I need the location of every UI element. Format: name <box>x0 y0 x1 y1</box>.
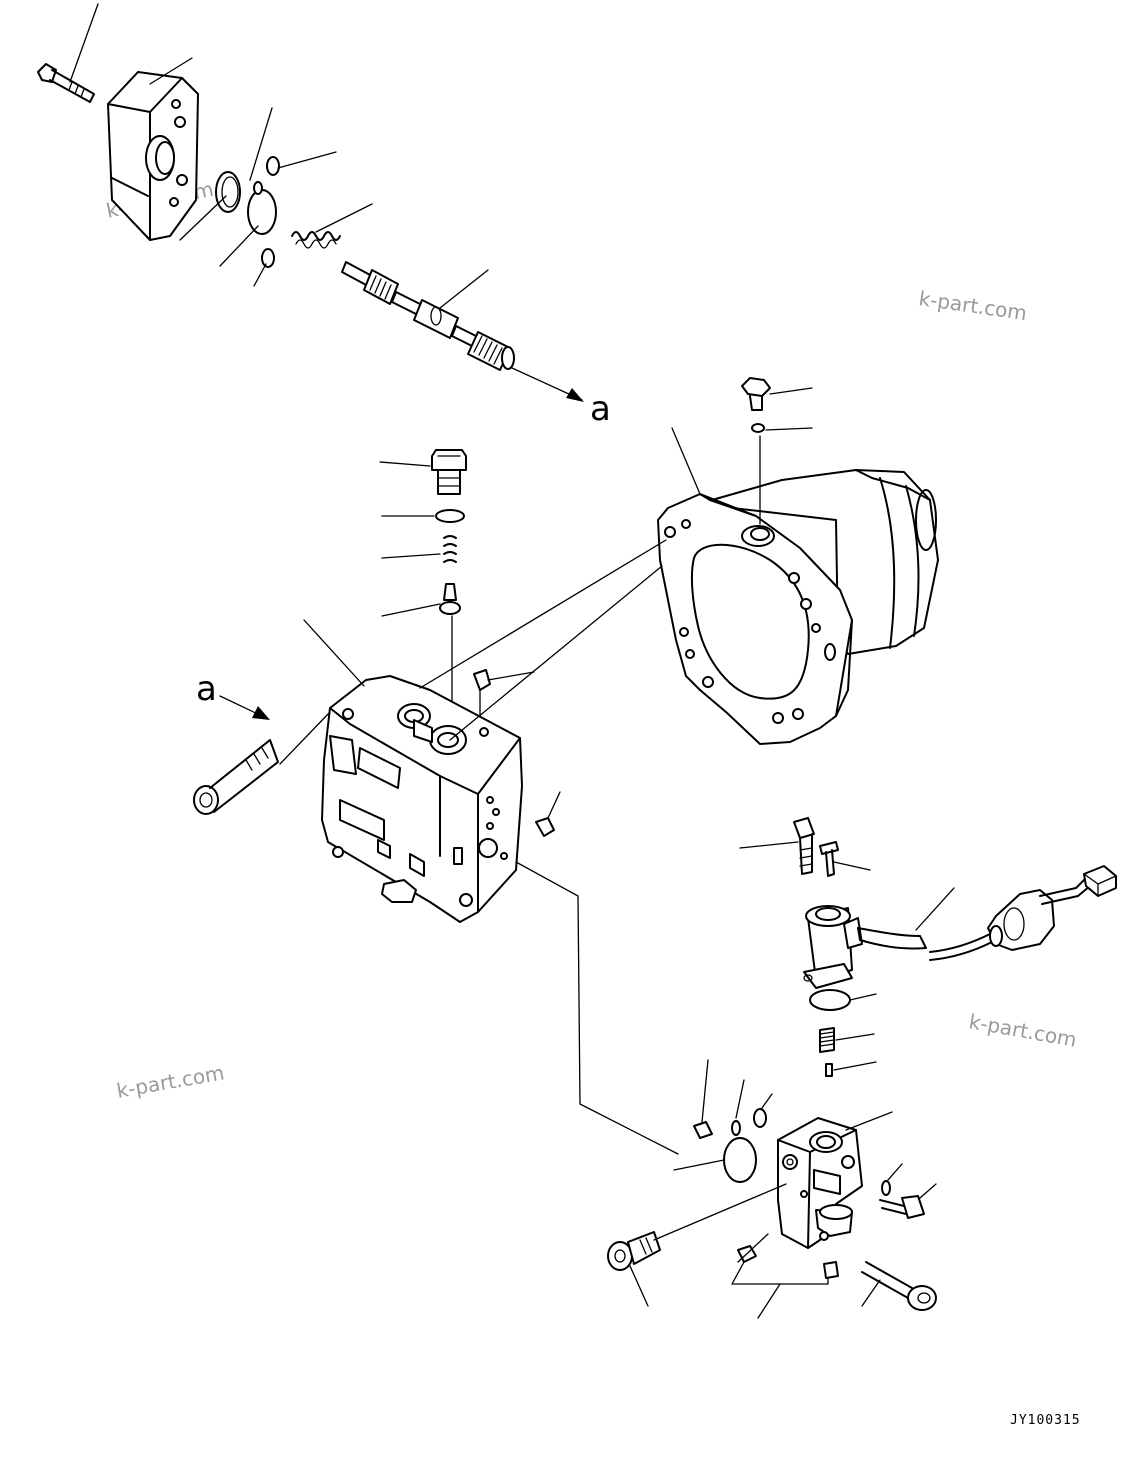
solenoid-socket-bolt <box>793 817 815 875</box>
callout-a-right: a <box>590 389 611 429</box>
solenoid-disc <box>809 989 851 1011</box>
watermark-right: k-part.com <box>967 1009 1078 1052</box>
cover-o-ring-small-1 <box>266 156 280 176</box>
watermark-top-right: k-part.com <box>917 286 1028 325</box>
solenoid-pin <box>825 1063 833 1077</box>
arrow-from-a-head <box>252 706 270 720</box>
callout-a-left: a <box>196 669 217 709</box>
solenoid-assembly <box>793 817 1117 989</box>
check-valve <box>607 1231 661 1271</box>
lower-long-bolt <box>861 1261 937 1311</box>
plug-o-ring <box>435 509 465 523</box>
lower-o-ring-3 <box>881 1180 891 1196</box>
top-cover-assembly: a <box>37 3 611 429</box>
cover-bolt <box>37 63 95 103</box>
solenoid-screw <box>819 841 839 877</box>
cover-o-ring-large <box>247 189 277 235</box>
lower-side-bolt <box>879 1195 925 1219</box>
plug-poppet <box>439 583 461 615</box>
watermark-left: k-part.com <box>115 1060 226 1103</box>
cover-seal-ring <box>215 171 241 213</box>
lower-small-plug-1 <box>693 1121 713 1139</box>
plug-stack <box>431 449 467 731</box>
lower-small-plug-3 <box>823 1261 839 1279</box>
body-side-bolt <box>193 739 279 815</box>
cover-o-ring-small-2 <box>253 181 263 195</box>
motor-housing <box>657 469 939 745</box>
housing-top-bolt <box>741 377 771 525</box>
cover-spring <box>291 231 341 241</box>
lower-o-ring-1 <box>731 1120 741 1136</box>
arrow-to-a-head <box>566 388 584 402</box>
lower-gasket <box>723 1137 757 1183</box>
valve-body <box>321 675 523 923</box>
cover-block <box>107 71 199 241</box>
lower-o-ring-2 <box>753 1108 767 1128</box>
figure-code: JY100315 <box>1010 1413 1081 1428</box>
solenoid-spring <box>819 1027 835 1053</box>
small-plug-side <box>535 817 555 837</box>
cover-o-ring-small-3 <box>261 248 275 268</box>
plug-spring <box>443 535 457 563</box>
plug <box>431 449 467 495</box>
spool <box>341 261 515 371</box>
lower-valve-block <box>777 1117 863 1249</box>
housing-washer <box>751 423 765 433</box>
